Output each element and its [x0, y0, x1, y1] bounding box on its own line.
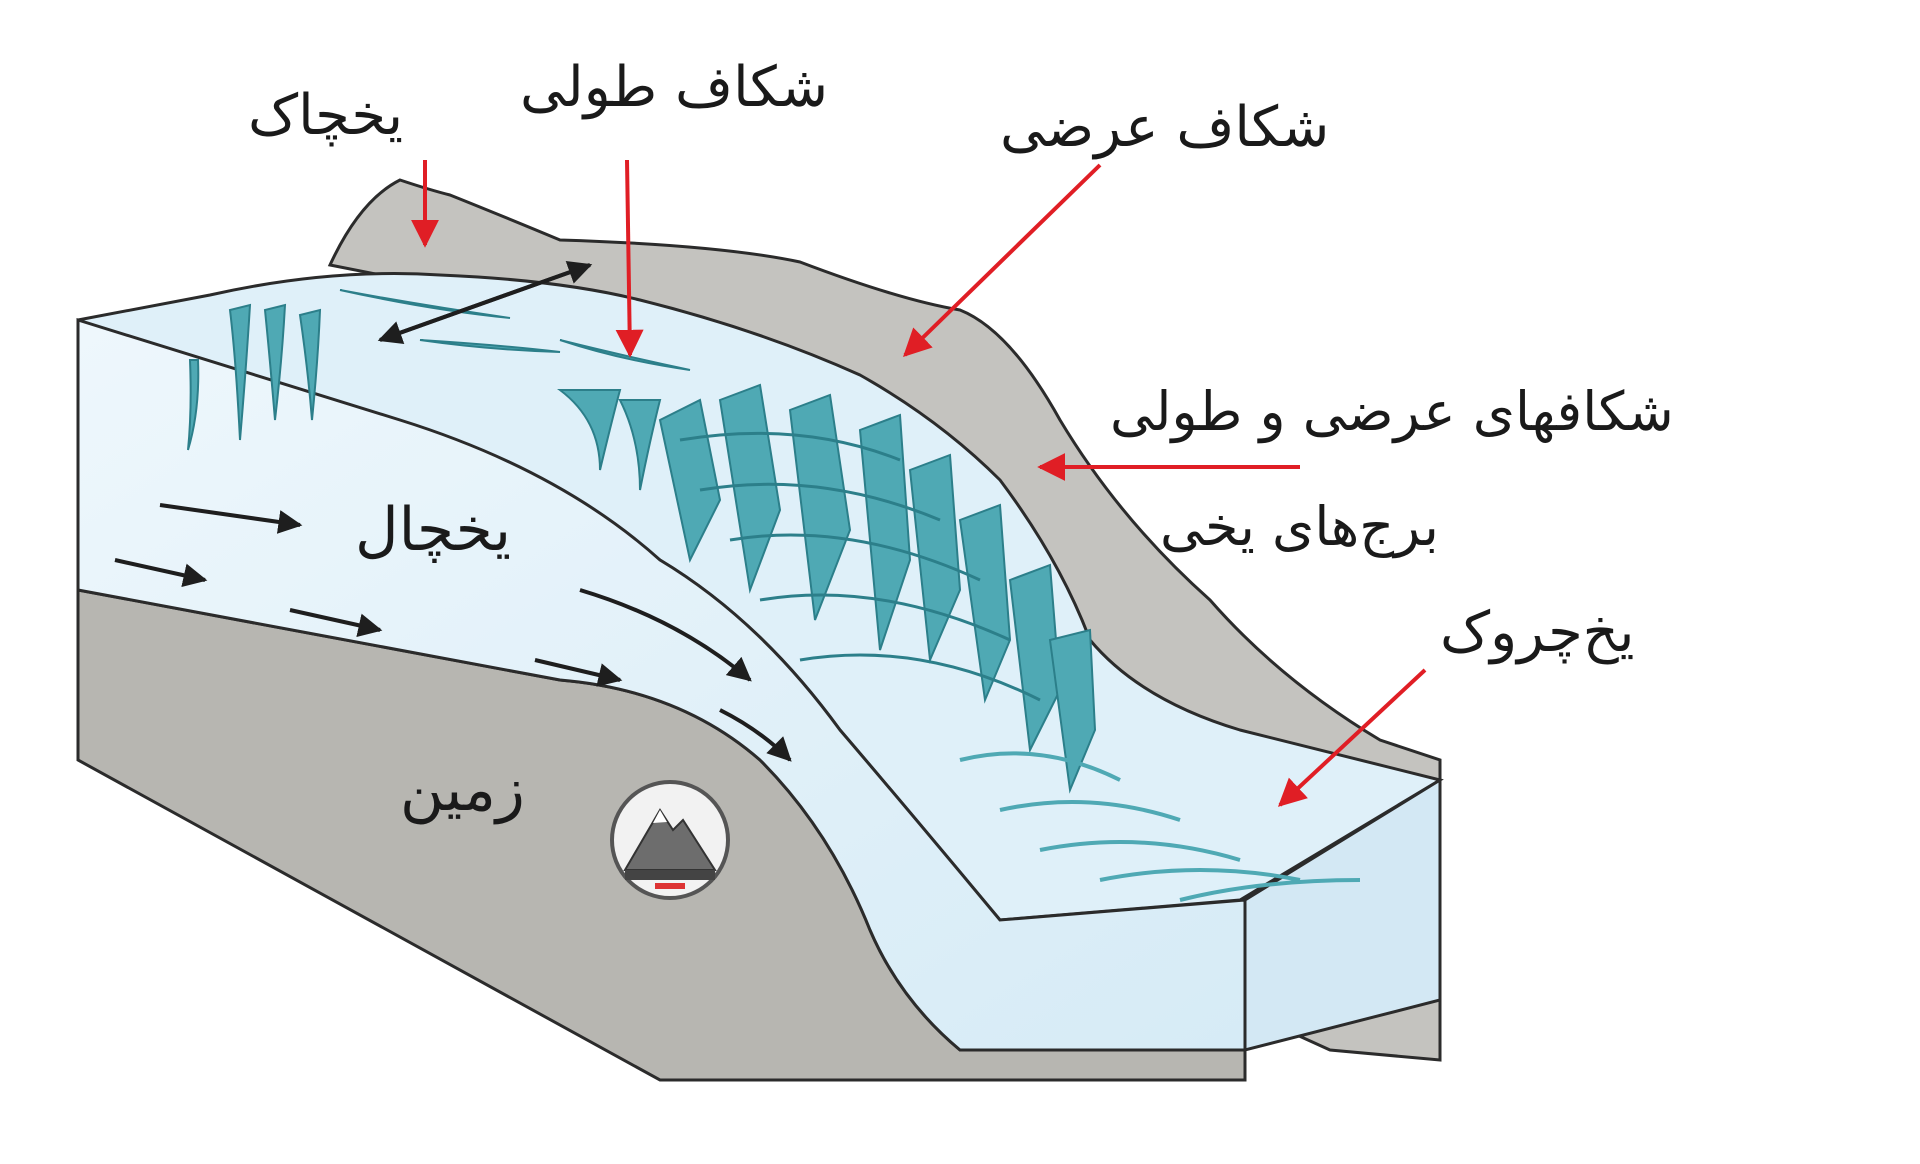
- label-transverse-and-longitudinal: شکافهای عرضی و طولی: [1110, 385, 1674, 439]
- label-ice-towers: برج‌های یخی: [1160, 500, 1439, 554]
- label-transverse-crevasse: شکاف عرضی: [1000, 100, 1329, 156]
- pointer-transverse: [905, 165, 1100, 355]
- label-ground: زمین: [400, 760, 525, 820]
- label-longitudinal-crevasse: شکاف طولی: [520, 60, 828, 116]
- label-yakhchak: یخچاک: [248, 88, 403, 144]
- label-glacier: یخچال: [355, 500, 511, 560]
- mountain-logo-icon: [605, 775, 735, 905]
- label-serac: یخ‌چروک: [1440, 605, 1634, 661]
